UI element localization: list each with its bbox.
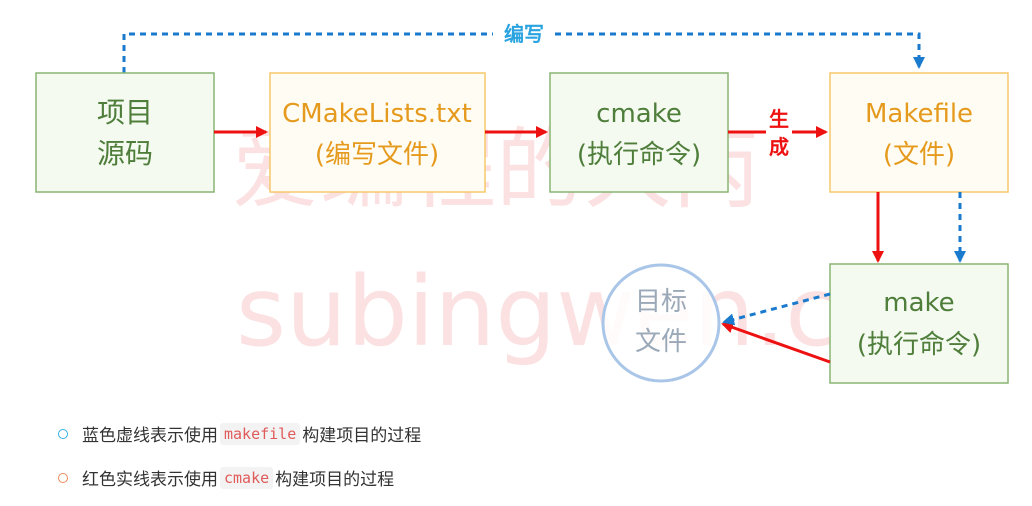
edge-make-to-target-blue bbox=[722, 292, 831, 326]
node-target-file: 目标 文件 bbox=[601, 263, 721, 383]
legend-item-blue: 蓝色虚线表示使用 makefile 构建项目的过程 bbox=[58, 421, 421, 446]
legend-blue-text-after: 构建项目的过程 bbox=[302, 426, 422, 446]
legend-blue-text-before: 蓝色虚线表示使用 bbox=[82, 426, 218, 446]
legend-item-red: 红色实线表示使用 cmake 构建项目的过程 bbox=[58, 465, 394, 490]
node-makefile-line2: (文件) bbox=[883, 140, 955, 170]
watermark-line-2: subingwen.cn bbox=[236, 256, 899, 368]
node-make-line2: (执行命令) bbox=[857, 330, 981, 360]
circle-bullet-icon bbox=[58, 472, 68, 483]
legend-red-code: cmake bbox=[220, 466, 274, 489]
legend-blue-code: makefile bbox=[220, 422, 301, 445]
node-make-command: make (执行命令) bbox=[829, 263, 1009, 384]
node-make-line1: make bbox=[883, 288, 954, 318]
edge-label-write: 编写 bbox=[504, 22, 544, 46]
circle-bullet-icon bbox=[58, 428, 68, 439]
node-project-source-line2: 源码 bbox=[97, 137, 153, 170]
edge-write-dashed: 编写 bbox=[122, 22, 925, 73]
build-flow-diagram: 爱编程的大丙 subingwen.cn 编写 项目 源码 CMakeLists.… bbox=[35, 22, 1009, 384]
legend-red-text-before: 红色实线表示使用 bbox=[82, 470, 218, 490]
edge-label-generate-1: 生 bbox=[769, 107, 789, 131]
node-cmake-line2: (执行命令) bbox=[577, 140, 701, 170]
node-makefile-line1: Makefile bbox=[865, 99, 973, 129]
edge-label-generate-2: 成 bbox=[769, 135, 789, 159]
legend-red-text-after: 构建项目的过程 bbox=[275, 470, 395, 490]
node-cmake-line1: cmake bbox=[596, 99, 682, 129]
node-cmakelists-line1: CMakeLists.txt bbox=[282, 99, 472, 129]
node-project-source-line1: 项目 bbox=[97, 96, 153, 129]
node-cmake-command: cmake (执行命令) bbox=[549, 72, 729, 193]
node-target-line1: 目标 bbox=[635, 287, 687, 317]
node-project-source: 项目 源码 bbox=[35, 72, 215, 193]
node-cmakelists-line2: (编写文件) bbox=[315, 140, 439, 170]
node-makefile: Makefile (文件) bbox=[829, 72, 1009, 193]
edge-make-to-target-red bbox=[721, 321, 831, 364]
edge-label-generate: 生 成 bbox=[766, 104, 792, 160]
node-cmakelists: CMakeLists.txt (编写文件) bbox=[269, 72, 486, 193]
node-target-line2: 文件 bbox=[635, 327, 687, 357]
